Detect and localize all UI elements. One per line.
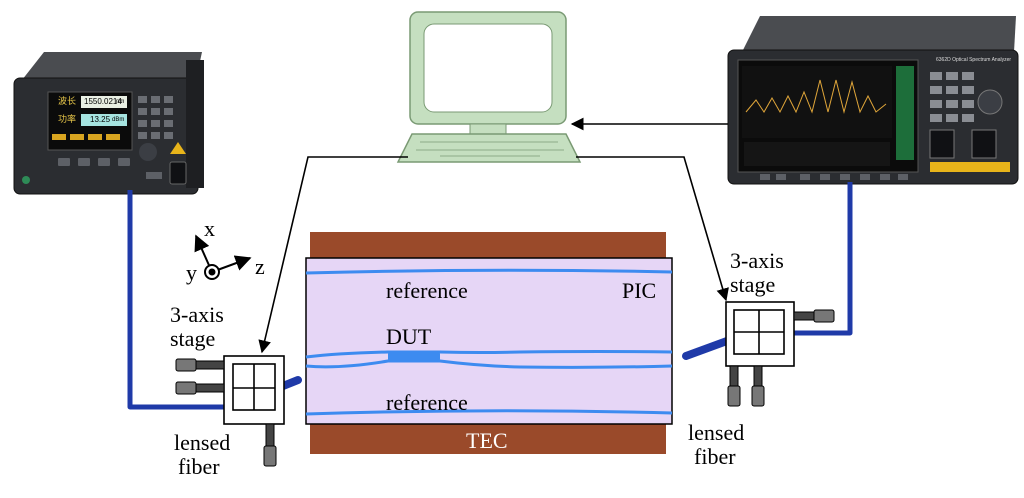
waveguide-reference-bottom bbox=[305, 409, 673, 416]
micrometer-right-bottom-b bbox=[751, 365, 765, 407]
right-fiber-label-line2: fiber bbox=[694, 444, 736, 469]
xyz-axes-icon bbox=[194, 234, 252, 280]
laser-wavelength-unit: nm bbox=[116, 99, 125, 105]
dut-section bbox=[388, 351, 440, 362]
reference-label-top: reference bbox=[386, 278, 468, 303]
dut-label: DUT bbox=[386, 324, 432, 349]
left-fiber-label-line1: lensed bbox=[174, 430, 231, 455]
right-fiber-label-line1: lensed bbox=[688, 420, 745, 445]
tec-label: TEC bbox=[466, 428, 508, 453]
micrometer-left-bottom bbox=[263, 423, 277, 467]
computer-monitor-icon bbox=[396, 11, 582, 163]
arrow-computer-to-right-stage bbox=[576, 156, 729, 302]
waveguide-dut-lower bbox=[305, 359, 673, 369]
micrometer-left-top bbox=[175, 358, 225, 372]
right-stage-label-line1: 3-axis bbox=[730, 248, 784, 273]
analyzer-title: 6362D Optical Spectrum Analyzer bbox=[936, 57, 1012, 63]
micrometer-right-bottom-a bbox=[727, 365, 741, 407]
3-axis-stage-left bbox=[175, 355, 285, 467]
pic-chip bbox=[305, 257, 673, 425]
laser-wavelength-label: 波长 bbox=[58, 96, 77, 106]
waveguide-dut-upper bbox=[305, 350, 673, 359]
laser-power-value: 13.25 bbox=[90, 115, 111, 124]
axis-label-x: x bbox=[204, 216, 215, 241]
axis-label-y: y bbox=[186, 260, 197, 285]
pic-label: PIC bbox=[622, 278, 657, 303]
laser-power-label: 功率 bbox=[58, 114, 77, 124]
3-axis-stage-right bbox=[725, 301, 835, 407]
optical-spectrum-analyzer-instrument bbox=[727, 16, 1019, 185]
left-fiber-label-line2: fiber bbox=[178, 454, 220, 479]
left-stage-label-line1: 3-axis bbox=[170, 302, 224, 327]
micrometer-right-top bbox=[793, 309, 835, 323]
tunable-laser-instrument bbox=[13, 52, 204, 195]
waveguide-reference-top bbox=[305, 268, 673, 275]
axis-label-z: z bbox=[255, 254, 265, 279]
arrow-computer-to-left-stage bbox=[258, 156, 408, 354]
laser-wavelength-value: 1550.0214 bbox=[84, 97, 122, 106]
left-stage-label-line2: stage bbox=[170, 326, 216, 351]
laser-power-unit: dBm bbox=[112, 117, 125, 123]
reference-label-bottom: reference bbox=[386, 390, 468, 415]
right-stage-label-line2: stage bbox=[730, 272, 776, 297]
micrometer-left-mid bbox=[175, 381, 225, 395]
